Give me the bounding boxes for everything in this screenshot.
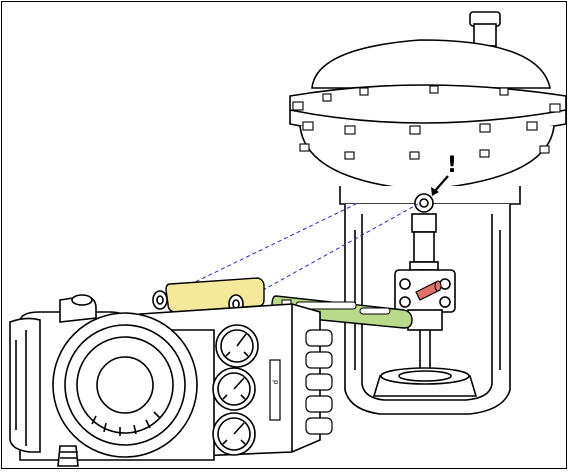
valve-base-nut <box>372 367 478 397</box>
pressure-gauge-icon <box>212 412 256 456</box>
callout-marker: ! <box>414 153 457 213</box>
callout-exclamation: ! <box>447 153 457 178</box>
positioner-icon: p <box>9 294 333 467</box>
feedback-lever-icon <box>271 295 413 329</box>
pressure-gauge-icon <box>212 367 256 411</box>
actuator-diaphragm-icon <box>289 11 567 205</box>
coupling-pin-icon <box>415 280 442 301</box>
svg-text:p: p <box>272 380 280 385</box>
flange-bolts <box>292 85 561 160</box>
pressure-gauge-icon <box>215 324 259 368</box>
